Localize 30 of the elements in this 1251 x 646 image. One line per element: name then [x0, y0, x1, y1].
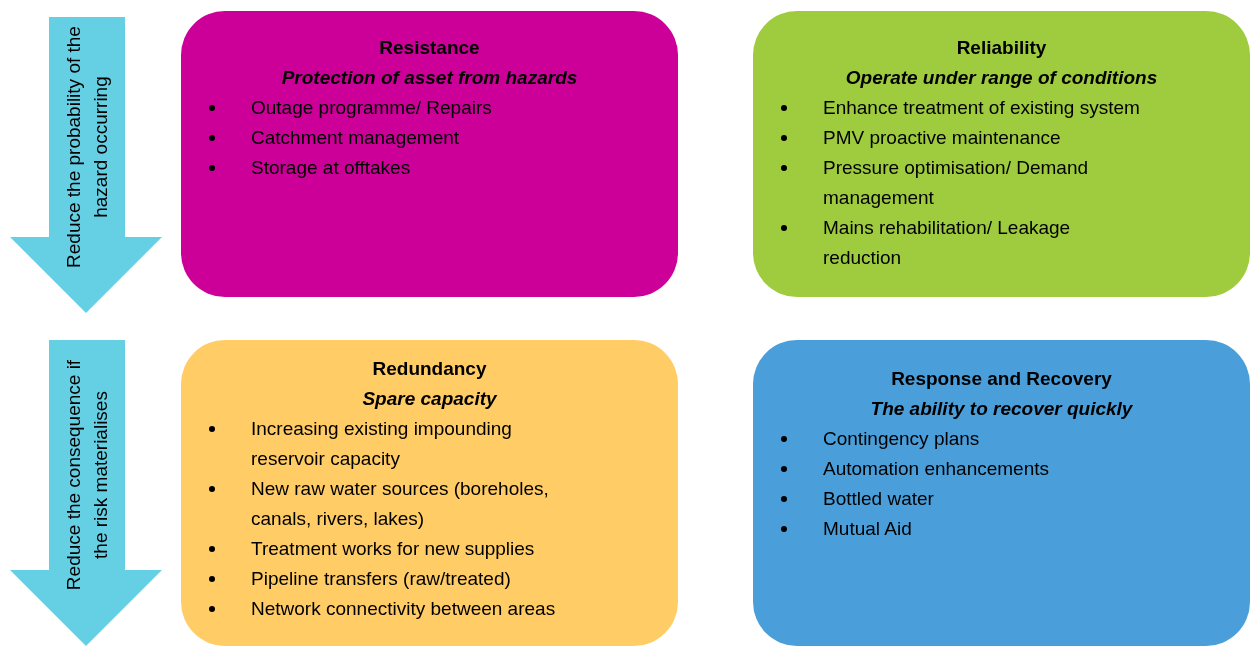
bullet-item: Pressure optimisation/ Demand management — [823, 156, 1090, 210]
bullet-item: Enhance treatment of existing system — [823, 96, 1140, 120]
category-card — [753, 340, 1250, 646]
bullet-item: Mutual Aid — [823, 517, 912, 541]
bullet-item: Storage at offtakes — [251, 156, 411, 180]
bullet-item: Automation enhancements — [823, 457, 1050, 481]
category-card — [753, 11, 1250, 297]
card-heading: Reliability — [956, 36, 1047, 60]
card-heading: Response and Recovery — [891, 367, 1112, 391]
card-heading: Resistance — [379, 36, 480, 60]
card-subtitle: Protection of asset from hazards — [281, 66, 578, 90]
bullet-item: Outage programme/ Repairs — [251, 96, 492, 120]
bullet-item: Pipeline transfers (raw/treated) — [251, 567, 511, 591]
card-heading: Redundancy — [372, 357, 487, 381]
card-subtitle: The ability to recover quickly — [870, 397, 1133, 421]
category-card — [181, 340, 678, 646]
bullet-item: Catchment management — [251, 126, 460, 150]
bullet-item: Bottled water — [823, 487, 934, 511]
bullet-item: Treatment works for new supplies — [251, 537, 535, 561]
category-card — [181, 11, 678, 297]
bullet-item: PMV proactive maintenance — [823, 126, 1061, 150]
arrow-label: Reduce the consequence if the risk materialises — [62, 358, 112, 593]
bullet-item: Mains rehabilitation/ Leakage reduction — [823, 216, 1072, 270]
card-subtitle: Spare capacity — [362, 387, 497, 411]
bullet-item: Contingency plans — [823, 427, 980, 451]
bullet-item: Network connectivity between areas — [251, 597, 556, 621]
card-subtitle: Operate under range of conditions — [845, 66, 1158, 90]
arrow-label: Reduce the probability of the hazard occurring — [62, 25, 112, 270]
bullet-item: New raw water sources (boreholes, canals, rivers, lakes) — [251, 477, 550, 531]
bullet-item: Increasing existing impounding reservoir capacity — [251, 417, 513, 471]
